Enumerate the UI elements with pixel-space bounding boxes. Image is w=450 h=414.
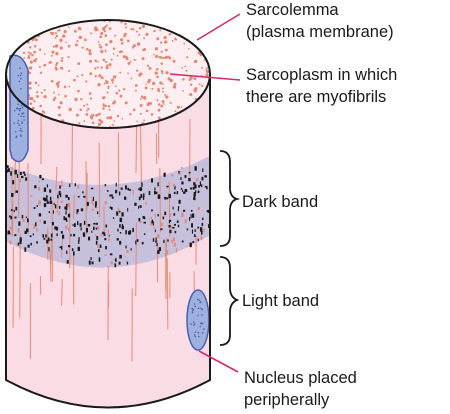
label-sarcolemma-line2: (plasma membrane) (246, 23, 394, 41)
label-sarcolemma-line1: Sarcolemma (246, 1, 339, 19)
dark-band-stipple (6, 165, 210, 268)
label-dark-band: Dark band (242, 193, 318, 211)
label-sarcoplasm-line1: Sarcoplasm in which (246, 66, 397, 84)
band-braces (219, 150, 241, 346)
fibre-outline (5, 19, 211, 409)
label-nucleus-line1: Nucleus placed (244, 369, 357, 387)
label-nucleus-line2: peripherally (244, 391, 330, 409)
leader-lines (169, 13, 241, 373)
dark-band-region (6, 153, 210, 268)
label-light-band: Light band (242, 292, 319, 310)
label-sarcoplasm-line2: there are myofibrils (246, 88, 386, 106)
nucleus-stipple (13, 67, 205, 338)
